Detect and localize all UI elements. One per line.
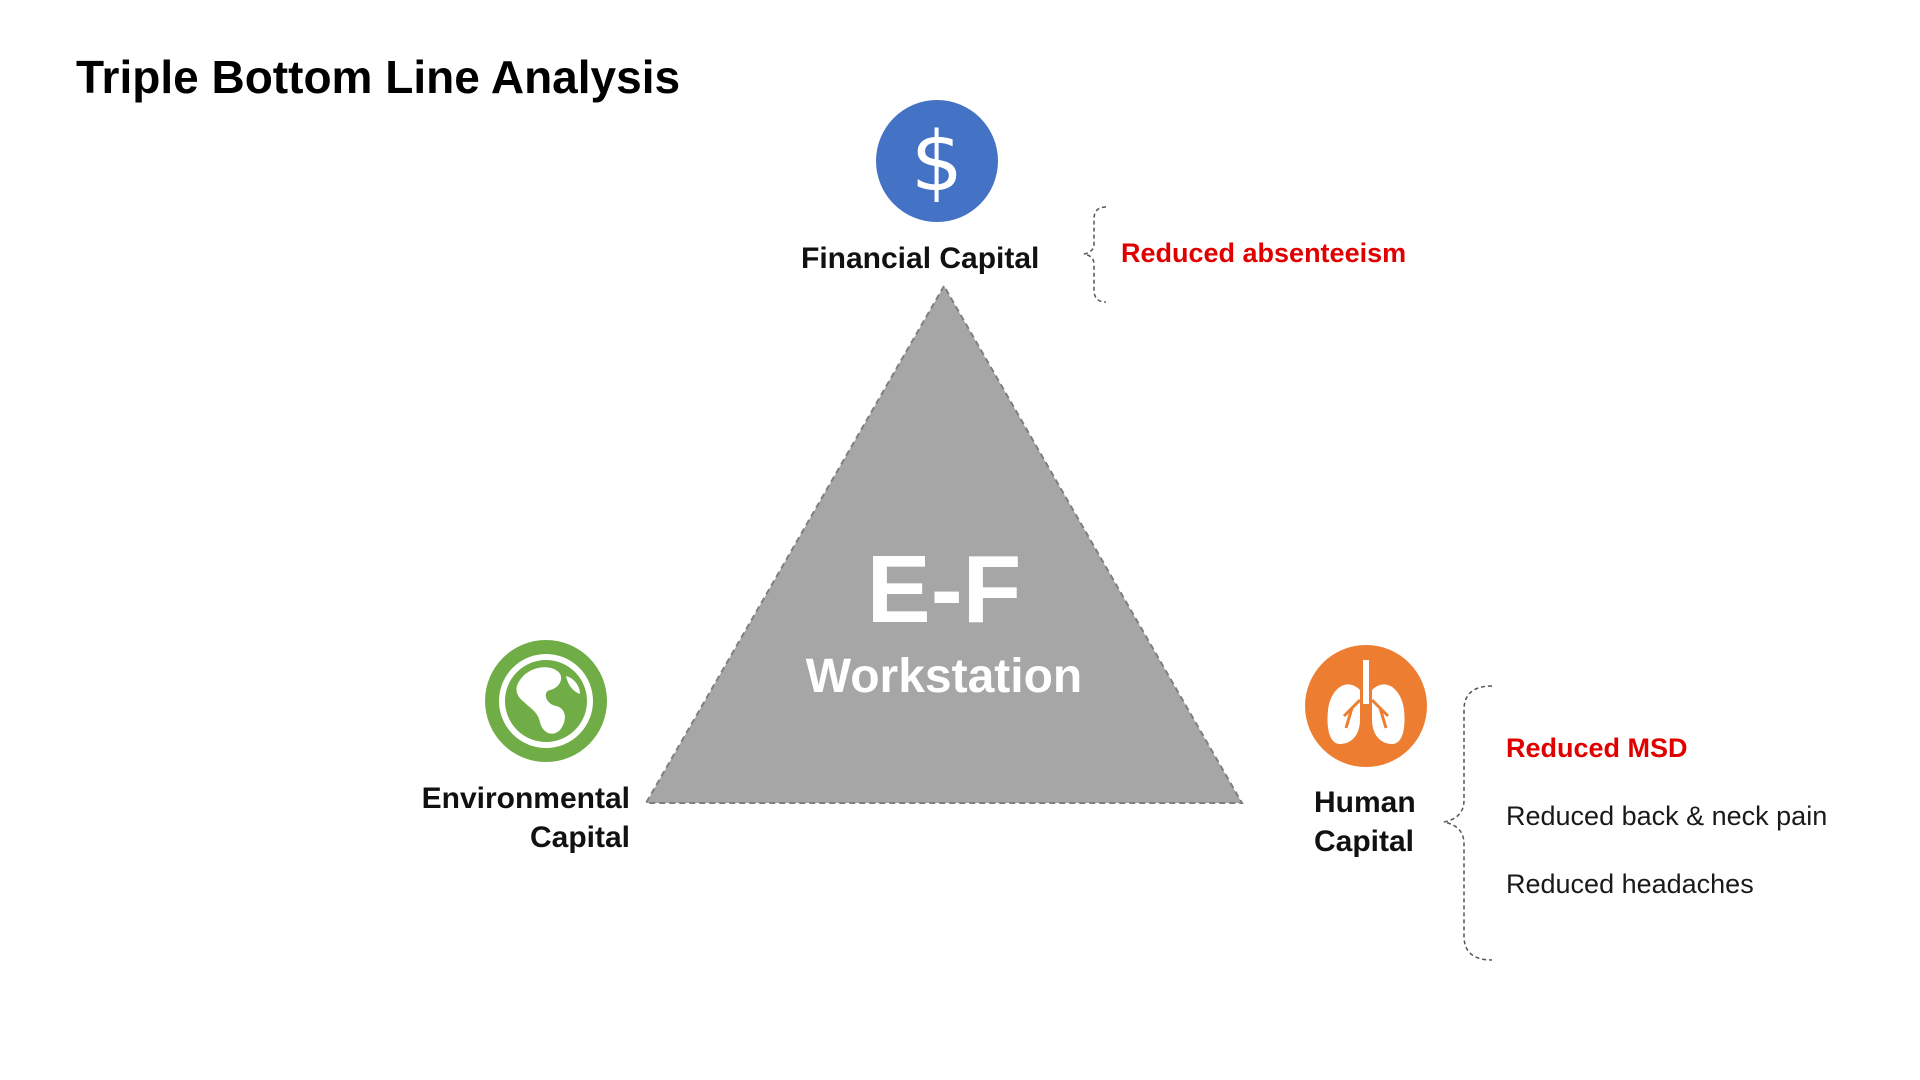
human-outcome-headaches: Reduced headaches	[1506, 869, 1754, 899]
human-outcome-back-neck: Reduced back & neck pain	[1506, 801, 1828, 831]
human-label-line1: Human	[1314, 786, 1416, 819]
financial-bracket	[1083, 206, 1107, 303]
human-outcome-msd: Reduced MSD	[1506, 733, 1688, 763]
financial-capital-label: Financial Capital	[801, 242, 1040, 275]
center-subtitle: Workstation	[806, 650, 1082, 703]
environmental-label-line2: Capital	[529, 821, 630, 854]
center-title: E-F	[867, 536, 1022, 643]
dollar-icon: $	[876, 100, 998, 222]
human-capital-label: Human Capital	[1314, 783, 1416, 861]
environmental-label-line1: Environmental	[421, 782, 630, 815]
workstation-triangle	[644, 283, 1244, 804]
human-bracket	[1443, 685, 1493, 961]
human-label-line2: Capital	[1314, 825, 1415, 858]
slide-title: Triple Bottom Line Analysis	[76, 51, 681, 103]
globe-icon	[485, 640, 607, 762]
lungs-icon	[1305, 645, 1427, 767]
environmental-capital-label: Environmental Capital	[360, 779, 630, 857]
financial-outcome-absenteeism: Reduced absenteeism	[1121, 238, 1407, 268]
svg-text:$: $	[911, 115, 963, 210]
